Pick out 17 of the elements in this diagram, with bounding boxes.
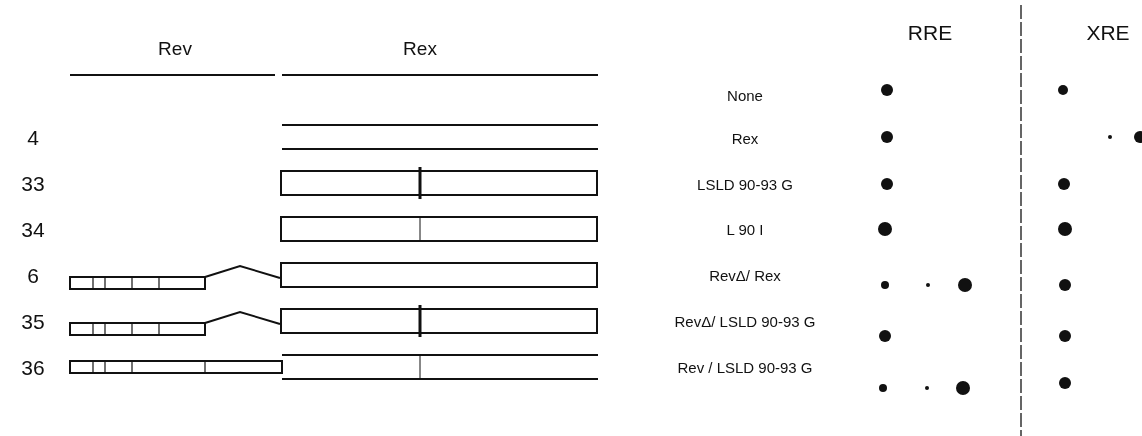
row-number: 35 xyxy=(21,310,45,332)
construct-label: Rex xyxy=(731,130,759,146)
construct-label: Rev / LSLD 90-93 G xyxy=(677,359,813,375)
construct-label: RevΔ/ Rex xyxy=(709,267,781,283)
row-number: 33 xyxy=(21,172,45,194)
column-header: RRE xyxy=(907,21,953,43)
row-number: 36 xyxy=(21,356,45,378)
column-header: Rex xyxy=(403,38,437,58)
row-number: 34 xyxy=(21,218,45,240)
column-header: Rev xyxy=(158,38,192,58)
construct-label: RevΔ/ LSLD 90-93 G xyxy=(674,313,816,329)
construct-label: LSLD 90-93 G xyxy=(697,176,793,192)
row-number: 6 xyxy=(27,264,39,286)
column-header: XRE xyxy=(1086,21,1130,43)
construct-label: L 90 I xyxy=(726,221,764,237)
row-number: 4 xyxy=(27,126,39,148)
construct-label: None xyxy=(727,87,763,103)
